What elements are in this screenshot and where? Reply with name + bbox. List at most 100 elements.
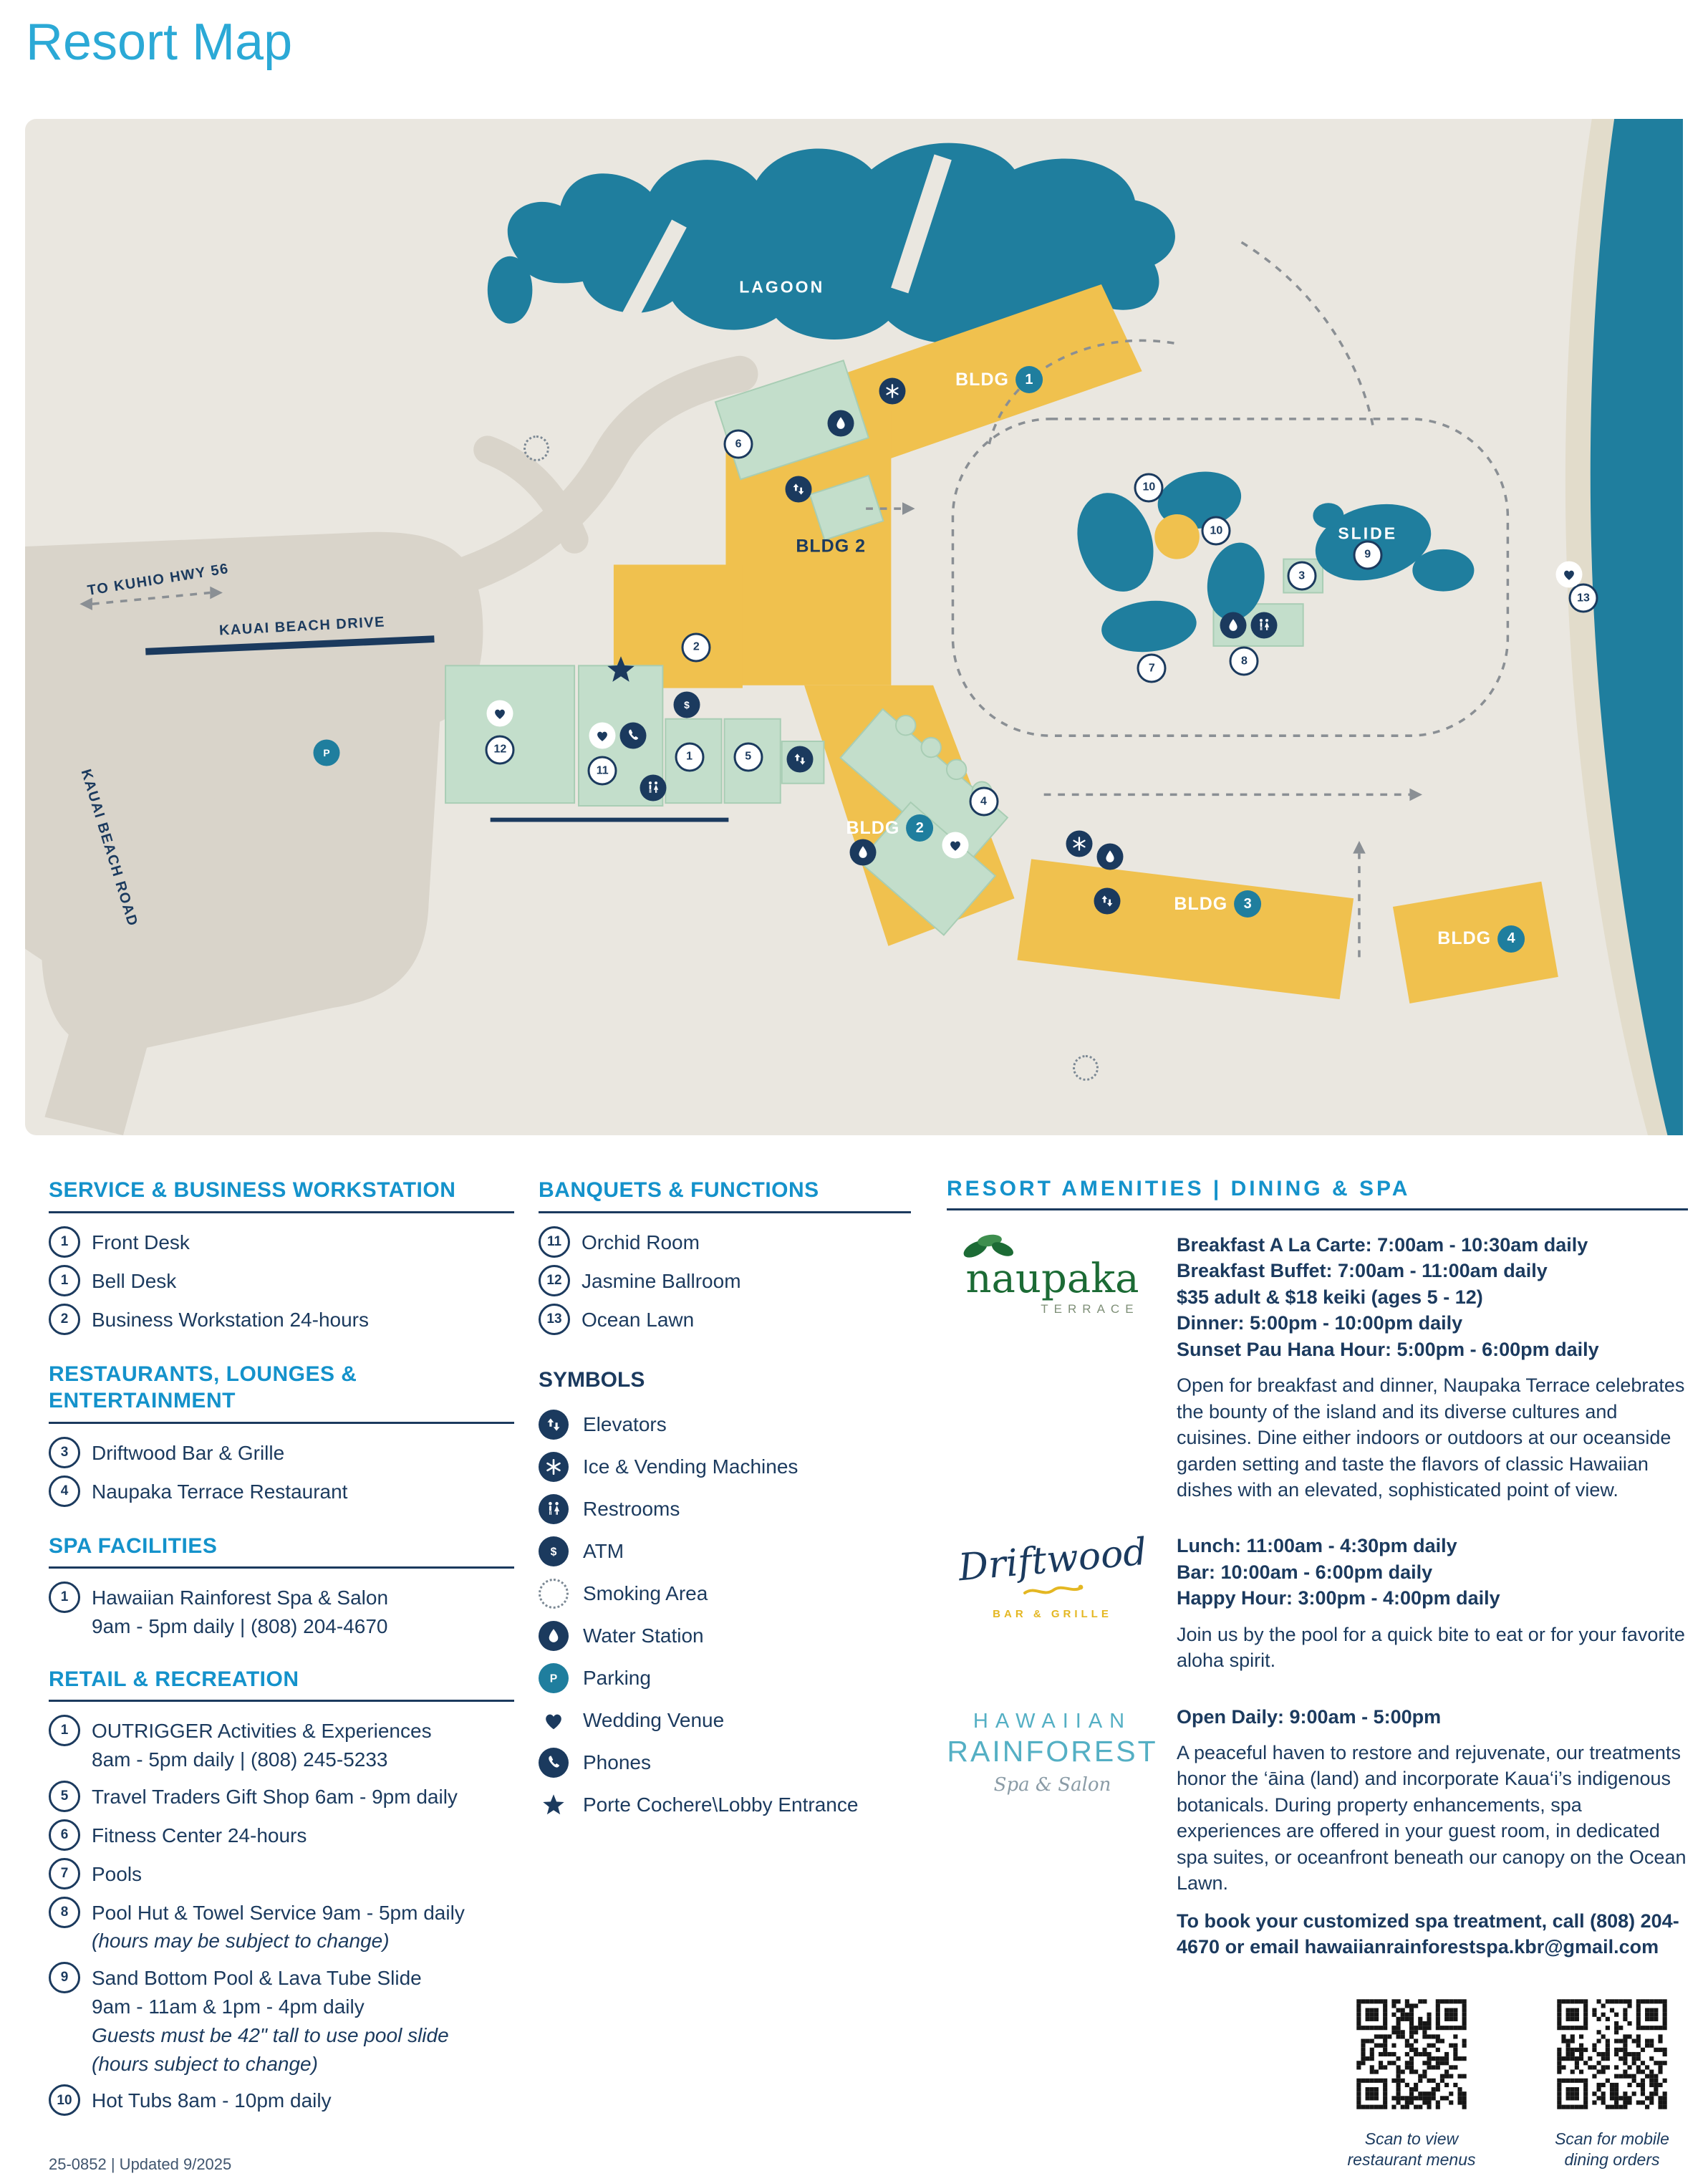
symbols-title: SYMBOLS (539, 1367, 645, 1392)
water-icon (1096, 843, 1124, 870)
legend-item-text: Travel Traders Gift Shop 6am - 9pm daily (92, 1781, 458, 1811)
leaf-icon (964, 1234, 1014, 1258)
building-number-badge: 3 (1234, 890, 1262, 918)
symbol-item: Ice & Vending Machines (539, 1451, 911, 1482)
legend-item-label: Travel Traders Gift Shop 6am - 9pm daily (92, 1785, 458, 1808)
driftwood-wordmark: Driftwood (956, 1530, 1149, 1590)
elevator-icon (539, 1409, 569, 1440)
map-number-11: 11 (587, 756, 617, 786)
number-badge: 9 (49, 1962, 80, 1994)
atm-icon: $ (539, 1536, 569, 1566)
number-badge: 2 (49, 1303, 80, 1335)
restroom-icon (549, 1501, 560, 1515)
legend-item-subtext: Guests must be 42" tall to use pool slid… (92, 2023, 449, 2046)
atm-icon: $ (684, 699, 690, 711)
access-road (427, 355, 758, 600)
restroom-icon (539, 1493, 569, 1524)
lagoon-bridge (891, 154, 952, 294)
elevator-icon (1101, 895, 1113, 907)
legend-item-text: Driftwood Bar & Grille (92, 1437, 284, 1467)
water-icon (859, 846, 867, 858)
amenity-hours-line: Happy Hour: 3:00pm - 4:00pm daily (1177, 1587, 1500, 1609)
qr-code-image (1348, 1990, 1475, 2122)
elevator-icon (547, 1417, 560, 1431)
heart-icon (1564, 570, 1575, 580)
map-area-label: SLIDE (1338, 524, 1398, 543)
map-number-12: 12 (485, 735, 515, 765)
legend-item-subtext: (hours may be subject to change) (92, 1930, 390, 1953)
legend-item-label: Sand Bottom Pool & Lava Tube Slide (92, 1967, 422, 1990)
water-icon (836, 417, 845, 429)
heart-icon (597, 731, 608, 742)
elevator-icon (785, 476, 812, 503)
svg-text:P: P (550, 1672, 557, 1685)
amenity-hours-line: Open Daily: 9:00am - 5:00pm (1177, 1705, 1442, 1728)
elevator-icon (793, 483, 804, 495)
elevator-icon (786, 746, 814, 773)
star-icon (607, 656, 635, 683)
legend-item-label: Pool Hut & Towel Service 9am - 5pm daily (92, 1901, 465, 1924)
building-4-shape (1392, 881, 1558, 1004)
water-icon (539, 1620, 569, 1651)
number-badge: 6 (49, 1819, 80, 1851)
building-label-text: BLDG (1437, 928, 1492, 949)
symbol-label: Phones (583, 1751, 651, 1773)
kauai-beach-road-shape (44, 721, 230, 1135)
water-icon (849, 839, 877, 866)
number-badge: 1 (49, 1715, 80, 1747)
naupaka-tagline: TERRACE (1041, 1302, 1139, 1316)
pool-lobe-4 (1101, 600, 1197, 653)
number-badge: 11 (539, 1226, 570, 1258)
gecko-icon (1023, 1584, 1083, 1595)
legend-item-label: Ocean Lawn (582, 1308, 695, 1331)
hot-tub-pool (1313, 503, 1344, 529)
lagoon-water (507, 143, 1175, 344)
atm-icon: $ (673, 691, 700, 718)
legend-item-text: Jasmine Ballroom (582, 1265, 741, 1295)
symbol-item: $ATM (539, 1536, 911, 1566)
phone-icon (629, 729, 639, 741)
symbol-item: Phones (539, 1747, 911, 1778)
legend-item-label: Fitness Center 24-hours (92, 1824, 307, 1847)
qr-code-1: Scan to view restaurant menus (1340, 1990, 1483, 2172)
pool-lobe-3 (1207, 542, 1265, 621)
map-number-6: 6 (723, 429, 753, 459)
number-badge: 3 (49, 1436, 80, 1468)
number-badge: 1 (49, 1581, 80, 1613)
map-number-5: 5 (733, 742, 763, 772)
legend-item-text: Fitness Center 24-hours (92, 1819, 307, 1849)
legend-item-label: Driftwood Bar & Grille (92, 1441, 285, 1464)
number-badge: 7 (49, 1857, 80, 1889)
amenity-hours-line: $35 adult & $18 keiki (ages 5 - 12) (1177, 1286, 1483, 1308)
water-icon (827, 410, 854, 437)
amenity-text: Breakfast A La Carte: 7:00am - 10:30am d… (1177, 1232, 1688, 1503)
symbol-item: Elevators (539, 1409, 911, 1440)
water-icon (549, 1628, 559, 1642)
lagoon-bridge-2 (619, 219, 687, 327)
terrace-scallop (945, 759, 968, 781)
naupaka-wordmark: naupaka (965, 1256, 1139, 1302)
svg-text:$: $ (684, 699, 690, 711)
kauai-beach-drive-line (145, 635, 435, 655)
